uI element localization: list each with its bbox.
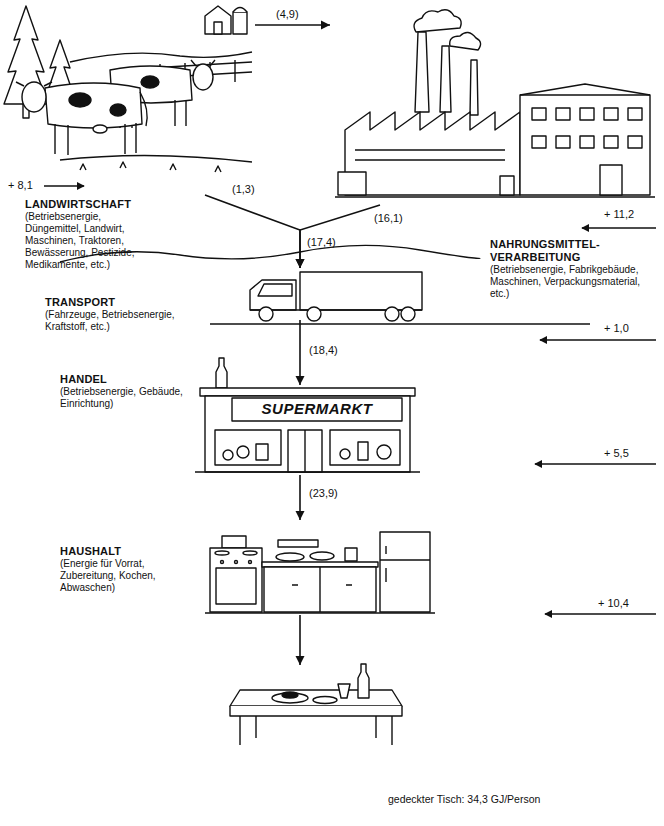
flow-line (300, 205, 380, 268)
arrowhead (321, 20, 330, 29)
flow-value: (1,3) (230, 183, 257, 196)
stage-caption: HANDEL(Betriebsenergie, Gebäude, Einrich… (60, 373, 192, 410)
flow-arrow (205, 195, 305, 268)
truck-illustration (250, 272, 422, 321)
processing-stage: NAHRUNGSMITTEL-VERARBEITUNG(Betriebsener… (330, 15, 655, 205)
supermarket-illustration (195, 358, 420, 472)
stage-caption: NAHRUNGSMITTEL-VERARBEITUNG(Betriebsener… (490, 238, 656, 300)
flow-value: (17,4) (307, 236, 336, 249)
flow-value: (18,4) (307, 344, 340, 357)
stage-caption: HAUSHALT(Energie für Vorrat, Zubereitung… (60, 545, 198, 594)
flow-value: (23,9) (307, 487, 340, 500)
household-stage: HAUSHALT(Energie für Vorrat, Zubereitung… (205, 520, 435, 615)
flow-line (255, 24, 330, 26)
flow-arrow (295, 475, 304, 520)
flow-arrow (296, 205, 381, 268)
retail-stage: HANDEL(Betriebsenergie, Gebäude, Einrich… (200, 385, 415, 475)
stage-description: (Betriebsenergie, Fabrikgebäude, Maschin… (490, 264, 656, 300)
stage-heading: NAHRUNGSMITTEL-VERARBEITUNG (490, 238, 656, 264)
stage-caption: LANDWIRTSCHAFT(Betriebsenergie, Düngemit… (25, 198, 160, 271)
energy-input: + 5,5 (604, 447, 629, 460)
input-arrow (44, 186, 656, 614)
stage-description: (Fahrzeuge, Betriebsenergie, Kraftstoff,… (45, 309, 205, 333)
flow-line (299, 320, 301, 385)
stage-heading: TRANSPORT (45, 296, 205, 309)
stage-description: (Betriebsenergie, Düngemittel, Landwirt,… (25, 211, 160, 271)
energy-input: + 11,2 (604, 208, 634, 221)
energy-input: + 10,4 (598, 597, 629, 610)
arrowhead (296, 259, 305, 268)
stage-heading: HANDEL (60, 373, 192, 386)
transport-stage: TRANSPORT(Fahrzeuge, Betriebsenergie, Kr… (225, 268, 425, 320)
stage-description: (Energie für Vorrat, Zubereitung, Kochen… (60, 558, 198, 594)
farm-stage: LANDWIRTSCHAFT(Betriebsenergie, Düngemit… (5, 0, 255, 195)
stage-caption: gedeckter Tisch: 34,3 GJ/Person (388, 793, 540, 806)
arrowhead (296, 259, 305, 268)
table-stage: gedeckter Tisch: 34,3 GJ/Person (225, 665, 400, 747)
flow-value: (16,1) (372, 212, 405, 225)
flow-line (205, 195, 300, 268)
total-caption: gedeckter Tisch: 34,3 GJ/Person (388, 793, 540, 806)
flow-arrow (295, 320, 304, 385)
stage-caption: TRANSPORT(Fahrzeuge, Betriebsenergie, Kr… (45, 296, 205, 333)
arrowhead (295, 376, 304, 385)
arrowhead (295, 511, 304, 520)
farm-illustration (4, 6, 252, 172)
shop-sign: SUPERMARKT (232, 400, 402, 418)
flow-arrow (255, 20, 330, 29)
flow-value: (4,9) (274, 8, 301, 21)
flow-arrow (296, 615, 305, 665)
factory-illustration (335, 10, 655, 197)
table-illustration (230, 664, 402, 745)
stage-description: (Betriebsenergie, Gebäude, Einrichtung) (60, 386, 192, 410)
stage-heading: HAUSHALT (60, 545, 198, 558)
stage-heading: LANDWIRTSCHAFT (25, 198, 160, 211)
arrowhead (296, 656, 305, 665)
energy-input: + 1,0 (604, 322, 629, 335)
energy-input: + 8,1 (8, 179, 33, 192)
kitchen-illustration (205, 532, 435, 613)
